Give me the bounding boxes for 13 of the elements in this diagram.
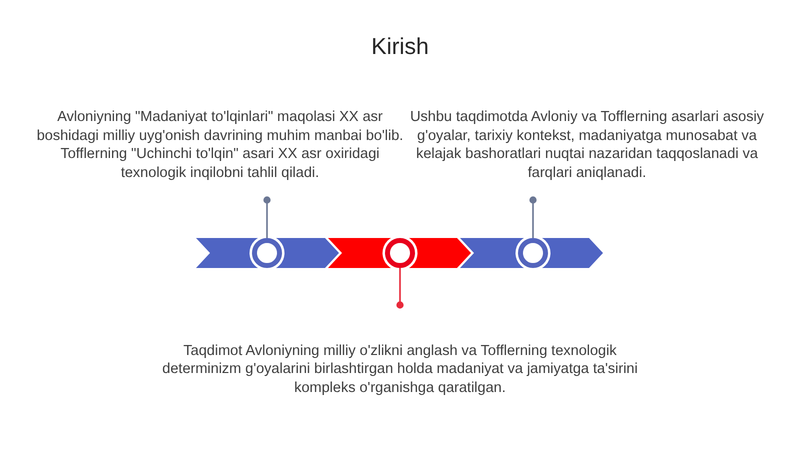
leader-line — [263, 196, 271, 238]
leader-line — [529, 196, 537, 238]
description-text: Taqdimot Avloniyning milliy o'zlikni anglash va Tofflerning texnologik determinizm g'oyalarini birlashtirgan holda madaniyat va jamiyatga ta'sirini kompleks o'rganishga qaratilgan. — [161, 342, 639, 397]
timeline-ring — [518, 238, 548, 268]
timeline-ring — [252, 238, 282, 268]
slide-title: Kirish — [371, 32, 429, 60]
description-text: Avloniyning "Madaniyat to'lqinlari" maqolasi XX asr boshidagi milliy uyg'onish davrining muhim manbai bo'lib. Tofflerning "Uchinchi to'lqin" asari XX asr oxiridagi texnologik inqilobni tahlil qiladi. — [36, 108, 404, 182]
leader-line — [396, 268, 404, 309]
description-text: Ushbu taqdimotda Avloniy va Tofflerning asarlari asosiy g'oyalar, tarixiy kontekst, madaniyatga munosabat va kelajak bashoratlari nuqtai nazaridan taqqoslanadi va farqlari aniqlanadi. — [409, 108, 765, 182]
timeline-chevron — [460, 238, 603, 268]
timeline-chevron — [328, 238, 471, 268]
timeline-ring — [385, 238, 415, 268]
timeline-chevron — [196, 238, 339, 268]
